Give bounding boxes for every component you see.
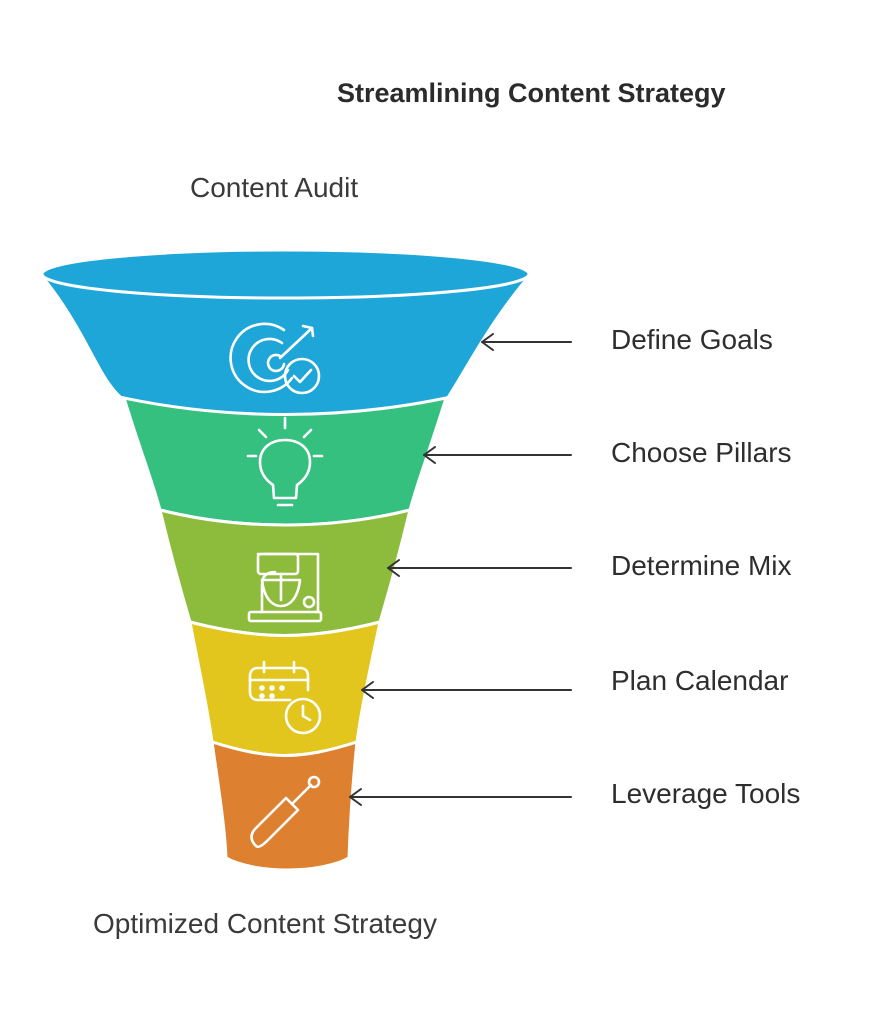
funnel-stage-2 [121,396,449,527]
screwdriver-icon [250,775,321,849]
funnel-output-label: Optimized Content Strategy [93,908,437,939]
lightbulb-icon [246,416,324,507]
stage-arrows [349,333,572,806]
calendar-clock-icon [248,660,322,735]
funnel-stage-5 [210,739,359,872]
stage-label-choose-pillars: Choose Pillars [611,437,792,468]
funnel-input-label: Content Audit [190,172,359,203]
funnel-top-rim [40,248,531,300]
funnel-stage-4 [188,619,382,757]
stage-label-plan-calendar: Plan Calendar [611,665,789,696]
stage-label-leverage-tools: Leverage Tools [611,778,801,809]
target-check-icon [229,322,321,395]
stage-label-determine-mix: Determine Mix [611,550,792,581]
stage-label-define-goals: Define Goals [611,324,773,355]
funnel-stage-1 [42,274,529,415]
diagram-title: Streamlining Content Strategy [337,78,726,108]
stand-mixer-icon [247,552,323,623]
